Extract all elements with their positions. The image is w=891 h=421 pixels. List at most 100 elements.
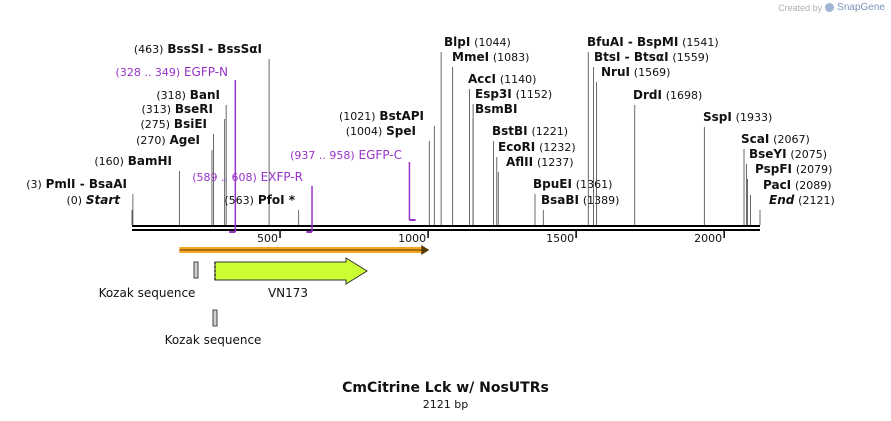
- primer-label: (589 .. 608) EXFP-R: [192, 170, 303, 184]
- site-agei[interactable]: (270) AgeI: [136, 133, 213, 225]
- site-coordinate: (1541): [682, 36, 719, 49]
- site-drdi[interactable]: DrdI (1698): [633, 88, 702, 225]
- primer-egfp-n[interactable]: (328 .. 349) EGFP-N: [116, 65, 237, 233]
- kozak-sequence-feature[interactable]: Kozak sequence: [99, 261, 199, 300]
- site-aflii[interactable]: AflII (1237): [497, 155, 574, 225]
- site-label: BpuEI (1361): [533, 177, 612, 191]
- site-label: MmeI (1083): [452, 50, 529, 64]
- site-pfoi[interactable]: (563) PfoI *: [224, 193, 300, 225]
- site-name-2: BsaAI: [89, 177, 127, 191]
- kozak-label: Kozak sequence: [99, 286, 196, 300]
- site-label: BtsI - BtsαI (1559): [594, 50, 709, 64]
- site-bstbi[interactable]: BstBI (1221): [492, 124, 568, 225]
- site-coordinate: (1140): [500, 73, 537, 86]
- site-coordinate: (160): [94, 155, 124, 168]
- site-acci[interactable]: AccI (1140): [468, 72, 536, 225]
- site-bstapi[interactable]: (1021) BstAPI: [339, 109, 435, 225]
- site-blpi[interactable]: BlpI (1044): [440, 35, 511, 225]
- site-coordinate: (275): [141, 118, 171, 131]
- site-coordinate: (1237): [537, 156, 574, 169]
- site-bsmbi[interactable]: BsmBI: [472, 102, 517, 225]
- site-bamhi[interactable]: (160) BamHI: [94, 154, 180, 225]
- site-name-2: BspMI: [637, 35, 678, 49]
- site-label: (160) BamHI: [94, 154, 172, 168]
- site-bpuei[interactable]: BpuEI (1361): [533, 177, 612, 225]
- site-name: AgeI: [170, 133, 200, 147]
- site-label: (1021) BstAPI: [339, 109, 424, 123]
- primer-range: (589 .. 608): [192, 171, 257, 184]
- site-bsabi[interactable]: BsaBI (1389): [541, 193, 619, 225]
- vn173-arrow: [214, 257, 368, 285]
- site-label: ScaI (2067): [741, 132, 810, 146]
- site-coordinate: (1004): [346, 125, 383, 138]
- site-label: (3) PmlI - BsaAI: [26, 177, 127, 191]
- site-bani[interactable]: (318) BanI: [156, 88, 227, 225]
- site-label: BsaBI (1389): [541, 193, 619, 207]
- site-label: SspI (1933): [703, 110, 772, 124]
- site-sspi[interactable]: SspI (1933): [703, 110, 772, 225]
- site-nrui[interactable]: NruI (1569): [596, 65, 671, 225]
- site-name: BseRI: [175, 102, 213, 116]
- site-name: ScaI: [741, 132, 769, 146]
- site-paci[interactable]: PacI (2089): [750, 178, 832, 225]
- site-name: SspI: [703, 110, 732, 124]
- kozak-sequence-feature[interactable]: Kozak sequence: [165, 309, 262, 347]
- site-name: BstBI: [492, 124, 528, 138]
- site-label: NruI (1569): [601, 65, 670, 79]
- primer-label: (937 .. 958) EGFP-C: [290, 148, 402, 162]
- site-bseyi[interactable]: BseYI (2075): [745, 147, 827, 225]
- site-label: PacI (2089): [763, 178, 832, 192]
- site-name: PspFI: [755, 162, 792, 176]
- site-bsssi[interactable]: (463) BssSI - BssSαI: [134, 42, 270, 225]
- site-bfuai[interactable]: BfuAI - BspMI (1541): [587, 35, 719, 225]
- site-spei[interactable]: (1004) SpeI: [346, 124, 430, 225]
- site-pspfi[interactable]: PspFI (2079): [747, 162, 833, 225]
- site-name-2: BssSαI: [217, 42, 262, 56]
- site-name: BpuEI: [533, 177, 572, 191]
- ruler-tick-label: 1000: [398, 232, 426, 245]
- primer-label: (328 .. 349) EGFP-N: [116, 65, 228, 79]
- site-scai[interactable]: ScaI (2067): [741, 132, 810, 225]
- vn173-feature[interactable]: VN173: [214, 257, 368, 300]
- site-bsiei[interactable]: (275) BsiEI: [141, 117, 214, 225]
- site-coordinate: (1361): [576, 178, 613, 191]
- snapgene-watermark: Created by SnapGene: [778, 2, 885, 13]
- site-coordinate: (1559): [672, 51, 709, 64]
- site-btsi[interactable]: BtsI - BtsαI (1559): [593, 50, 709, 225]
- site-name: BfuAI: [587, 35, 624, 49]
- site-coordinate: (1232): [539, 141, 576, 154]
- site-coordinate: (318): [156, 89, 186, 102]
- site-coordinate: (1044): [474, 36, 511, 49]
- site-coordinate: (2121): [798, 194, 835, 207]
- site-coordinate: (1221): [531, 125, 568, 138]
- primer-name: EGFP-C: [359, 148, 402, 162]
- site-coordinate: (2089): [795, 179, 832, 192]
- site-label: (318) BanI: [156, 88, 220, 102]
- site-name: BlpI: [444, 35, 470, 49]
- site-ecori[interactable]: EcoRI (1232): [496, 140, 576, 225]
- site-start[interactable]: (0) Start: [66, 193, 133, 225]
- site-name: BseYI: [749, 147, 787, 161]
- site-label: (1004) SpeI: [346, 124, 416, 138]
- site-label: (270) AgeI: [136, 133, 200, 147]
- primer-egfp-c[interactable]: (937 .. 958) EGFP-C: [290, 148, 416, 221]
- kozak-box: [193, 261, 199, 279]
- site-bseri[interactable]: (313) BseRI: [141, 102, 226, 225]
- orf-feature[interactable]: [179, 245, 430, 255]
- primer-exfp-r[interactable]: (589 .. 608) EXFP-R: [192, 170, 313, 233]
- site-coordinate: (563): [224, 194, 254, 207]
- site-label: BfuAI - BspMI (1541): [587, 35, 719, 49]
- site-name-2: BtsαI: [634, 50, 669, 64]
- site-coordinate: (1083): [493, 51, 530, 64]
- site-name: PfoI *: [258, 193, 296, 207]
- watermark-brand: SnapGene: [837, 2, 885, 13]
- site-pmli[interactable]: (3) PmlI - BsaAI: [26, 177, 134, 225]
- site-name: AflII: [506, 155, 533, 169]
- site-coordinate: (463): [134, 43, 164, 56]
- site-end[interactable]: End (2121): [759, 193, 835, 225]
- map-length: 2121 bp: [422, 398, 469, 411]
- site-name: BssSI: [167, 42, 204, 56]
- map-title: CmCitrine Lck w/ NosUTRs: [342, 380, 549, 396]
- site-mmei[interactable]: MmeI (1083): [452, 50, 529, 225]
